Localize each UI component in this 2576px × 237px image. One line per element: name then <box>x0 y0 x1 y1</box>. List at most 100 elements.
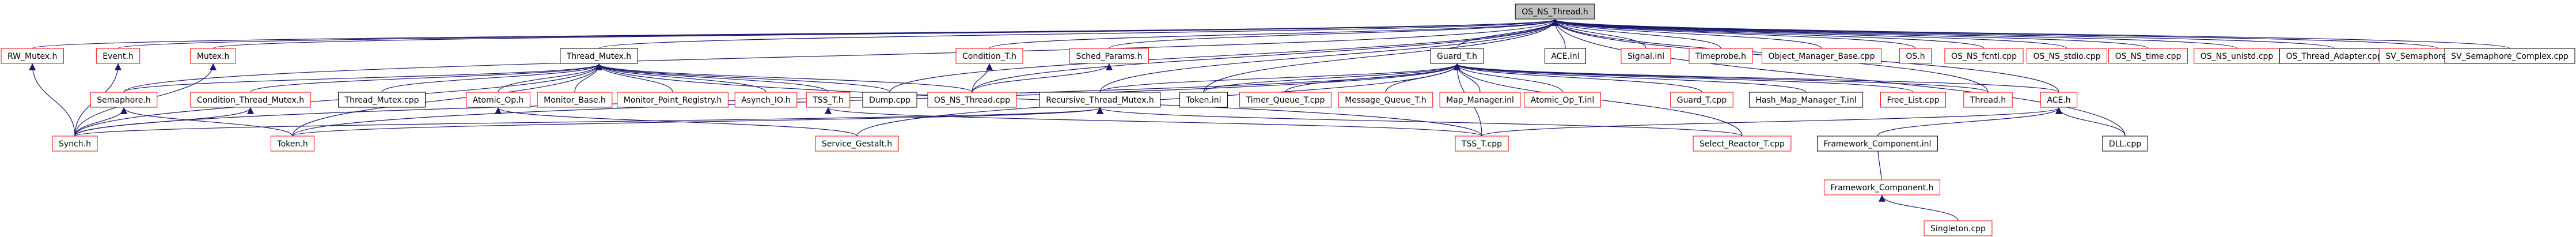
node-box <box>270 136 315 152</box>
node-label: Thread.h <box>1970 96 2006 105</box>
node-service-gestalt[interactable]: Service_Gestalt.h <box>815 136 899 152</box>
node-label: Recursive_Thread_Mutex.h <box>1046 96 1154 105</box>
edge-root-condition_t <box>989 18 1558 49</box>
node-label: Sched_Params.h <box>1076 52 1143 61</box>
node-monitor-point-registry[interactable]: Monitor_Point_Registry.h <box>617 92 729 108</box>
node-timeprobe[interactable]: Timeprobe.h <box>1689 48 1753 64</box>
node-label: Guard_T.h <box>1437 52 1477 61</box>
node-object-manager-base[interactable]: Object_Manager_Base.cpp <box>1762 48 1881 64</box>
edge-root-os_ns_unistd <box>1551 18 2237 49</box>
node-label: Atomic_Op_T.inl <box>1531 96 1595 105</box>
edge-ace_h-framework_component_inl <box>1877 107 2062 137</box>
node-label: ACE.h <box>2047 96 2070 105</box>
node-label: SV_Semaphore_Complex.cpp <box>2451 52 2569 61</box>
edge-guard_t_h-ace_h <box>1454 63 2059 93</box>
edge-thread_mutex-asynch_io <box>595 63 767 93</box>
node-tss-t-cpp[interactable]: TSS_T.cpp <box>1455 136 1509 152</box>
node-label: Dump.cpp <box>869 96 910 105</box>
edge-root-os_ns_time <box>1551 18 2149 49</box>
node-os-ns-time[interactable]: OS_NS_time.cpp <box>2108 48 2188 64</box>
node-label: OS_NS_time.cpp <box>2115 52 2182 61</box>
node-semaphore-h[interactable]: Semaphore.h <box>90 92 158 108</box>
node-box <box>1762 48 1881 64</box>
node-box <box>96 48 141 64</box>
node-box <box>1899 48 1932 64</box>
node-framework-component-h[interactable]: Framework_Component.h <box>1823 179 1941 195</box>
node-label: Framework_Component.inl <box>1824 140 1932 149</box>
node-tss-t-h[interactable]: TSS_T.h <box>806 92 851 108</box>
node-free-list[interactable]: Free_List.cpp <box>1880 92 1947 108</box>
node-condition-t[interactable]: Condition_T.h <box>955 48 1023 64</box>
node-thread-mutex-cpp[interactable]: Thread_Mutex.cpp <box>338 92 426 108</box>
node-signal-inl[interactable]: Signal.inl <box>1621 48 1671 64</box>
node-os-ns-unistd[interactable]: OS_NS_unistd.cpp <box>2194 48 2280 64</box>
node-condition-thread-mutex[interactable]: Condition_Thread_Mutex.h <box>190 92 311 108</box>
node-os-h[interactable]: OS.h <box>1899 48 1932 64</box>
edge-guard_t_h-token_inl <box>1203 63 1460 93</box>
node-box <box>862 92 917 108</box>
node-ace-inl[interactable]: ACE.inl <box>1544 48 1587 64</box>
node-sv-semaphore-complex[interactable]: SV_Semaphore_Complex.cpp <box>2444 48 2575 64</box>
node-box <box>2279 48 2389 64</box>
node-box <box>1069 48 1149 64</box>
node-os-ns-fcntl[interactable]: OS_NS_fcntl.cpp <box>1944 48 2024 64</box>
node-label: Timeprobe.h <box>1695 52 1746 61</box>
edge-root-dll_cpp <box>1551 18 2126 137</box>
node-box <box>537 92 613 108</box>
node-token-h[interactable]: Token.h <box>270 136 315 152</box>
edge-root-os_h <box>1551 18 1916 49</box>
node-box <box>1338 92 1433 108</box>
node-os-ns-thread-cpp[interactable]: OS_NS_Thread.cpp <box>927 92 1017 108</box>
node-label: DLL.cpp <box>2109 140 2141 149</box>
node-box <box>2040 92 2078 108</box>
node-thread-mutex[interactable]: Thread_Mutex.h <box>560 48 638 64</box>
node-os-ns-stdio[interactable]: OS_NS_stdio.cpp <box>2026 48 2108 64</box>
edge-root-token_inl <box>1203 18 1558 93</box>
node-box <box>1239 92 1331 108</box>
node-label: Mutex.h <box>197 52 229 61</box>
node-map-manager[interactable]: Map_Manager.inl <box>1439 92 1521 108</box>
node-thread-h[interactable]: Thread.h <box>1963 92 2013 108</box>
node-token-inl[interactable]: Token.inl <box>1179 92 1228 108</box>
node-atomic-op-h[interactable]: Atomic_Op.h <box>466 92 530 108</box>
node-event[interactable]: Event.h <box>96 48 141 64</box>
node-label: Atomic_Op.h <box>473 96 524 105</box>
node-guard-t-h[interactable]: Guard_T.h <box>1430 48 1484 64</box>
edge-thread_mutex-dump_cpp <box>595 63 890 93</box>
node-monitor-base[interactable]: Monitor_Base.h <box>537 92 613 108</box>
node-mutex[interactable]: Mutex.h <box>190 48 236 64</box>
node-box <box>560 48 638 64</box>
node-rw-mutex[interactable]: RW_Mutex.h <box>1 48 64 64</box>
node-atomic-op-t[interactable]: Atomic_Op_T.inl <box>1524 92 1601 108</box>
node-label: OS_NS_fcntl.cpp <box>1951 52 2017 61</box>
node-box <box>1439 92 1521 108</box>
node-asynch-io[interactable]: Asynch_IO.h <box>734 92 798 108</box>
node-dump-cpp[interactable]: Dump.cpp <box>862 92 917 108</box>
node-dll-cpp[interactable]: DLL.cpp <box>2102 136 2148 152</box>
node-ace-h[interactable]: ACE.h <box>2040 92 2078 108</box>
node-singleton[interactable]: Singleton.cpp <box>1924 220 1993 236</box>
node-recursive-thread-mutex[interactable]: Recursive_Thread_Mutex.h <box>1039 92 1161 108</box>
edge-root-os_ns_thread_cpp <box>972 18 1558 93</box>
node-sched-params[interactable]: Sched_Params.h <box>1069 48 1149 64</box>
node-os-thread-adapter[interactable]: OS_Thread_Adapter.cpp <box>2279 48 2389 64</box>
node-label: Condition_T.h <box>962 52 1016 61</box>
node-box <box>2444 48 2575 64</box>
node-label: OS_NS_Thread.cpp <box>934 96 1010 105</box>
node-timer-queue-t[interactable]: Timer_Queue_T.cpp <box>1239 92 1331 108</box>
node-framework-component-inl[interactable]: Framework_Component.inl <box>1817 136 1938 152</box>
node-guard-t-cpp[interactable]: Guard_T.cpp <box>1670 92 1733 108</box>
node-message-queue-t[interactable]: Message_Queue_T.h <box>1338 92 1433 108</box>
node-label: Synch.h <box>59 140 91 149</box>
node-synch-h[interactable]: Synch.h <box>52 136 98 152</box>
node-label: Hash_Map_Manager_T.inl <box>1755 96 1856 105</box>
node-label: Select_Reactor_T.cpp <box>1699 140 1785 149</box>
node-select-reactor-t[interactable]: Select_Reactor_T.cpp <box>1693 136 1792 152</box>
node-label: Asynch_IO.h <box>741 96 791 105</box>
node-box <box>1524 92 1601 108</box>
edge-sched_params-os_ns_thread_cpp <box>972 63 1113 93</box>
node-box <box>1693 136 1792 152</box>
node-hash-map-manager[interactable]: Hash_Map_Manager_T.inl <box>1748 92 1864 108</box>
edge-thread_mutex-synch_h <box>74 63 602 137</box>
